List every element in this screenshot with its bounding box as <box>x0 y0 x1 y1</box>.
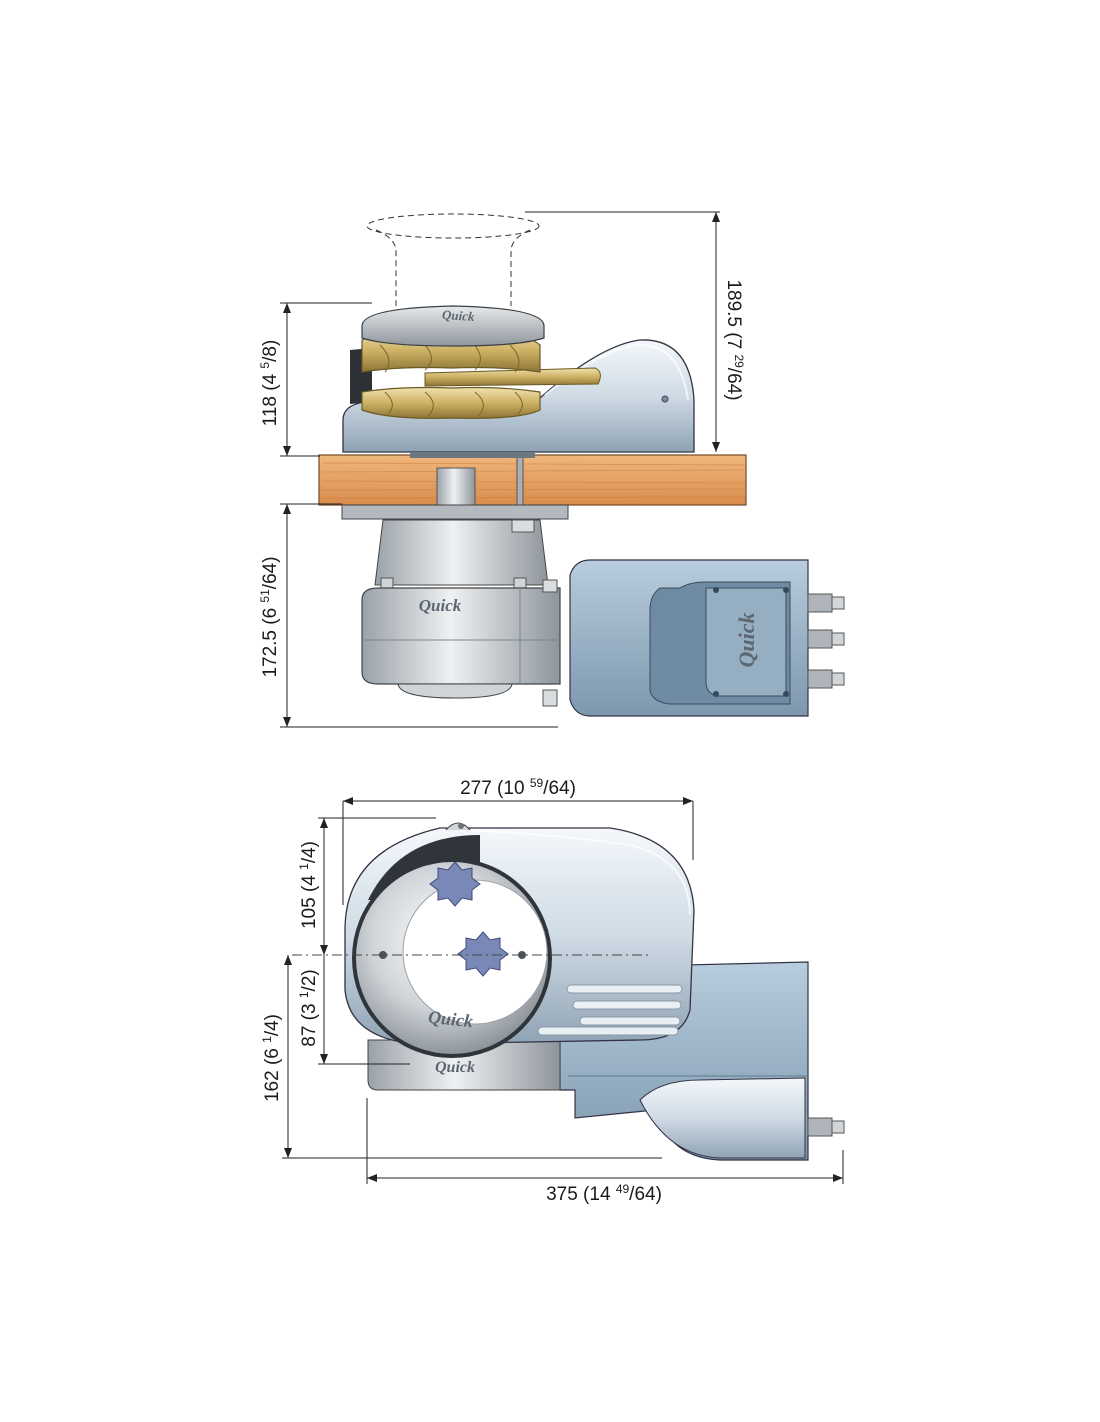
top-view: Quick Quick <box>260 776 845 1205</box>
dim-rear-label: 87 (3 1/2) <box>297 969 320 1046</box>
quick-logo-cap: Quick <box>442 307 476 324</box>
quick-logo-top-gearbox: Quick <box>435 1059 475 1076</box>
top-gearbox <box>367 1039 561 1091</box>
dim-below-deck-label: 172.5 (6 51/64) <box>258 556 281 677</box>
dim-above-deck-label: 118 (4 5/8) <box>258 340 281 427</box>
vent-slots <box>537 984 683 1036</box>
quick-logo-drum: Quick <box>427 1007 474 1032</box>
side-dimension-lines <box>280 211 720 728</box>
dim-total-width-label: 375 (14 49/64) <box>546 1182 662 1205</box>
star-knob-upper <box>429 861 481 907</box>
dim-width-label: 277 (10 59/64) <box>460 776 576 799</box>
terminal-glands <box>807 593 845 689</box>
quick-logo-gearbox: Quick <box>419 596 462 615</box>
below-deck-assembly: Quick Quick <box>341 504 845 717</box>
deck-plank <box>318 454 747 508</box>
capstan-outline-dashed <box>366 213 540 306</box>
dim-front-label: 105 (4 1/4) <box>297 841 320 929</box>
quick-logo-motor: Quick <box>734 613 759 668</box>
star-knob-center <box>457 931 509 977</box>
capstan-cap: Quick <box>361 305 545 347</box>
top-dimension-lines <box>282 797 844 1184</box>
side-view: Quick Quick Quick <box>258 211 845 728</box>
dim-total-height-label: 189.5 (7 29/64) <box>723 279 746 400</box>
dim-depth-label: 162 (6 1/4) <box>260 1014 283 1102</box>
